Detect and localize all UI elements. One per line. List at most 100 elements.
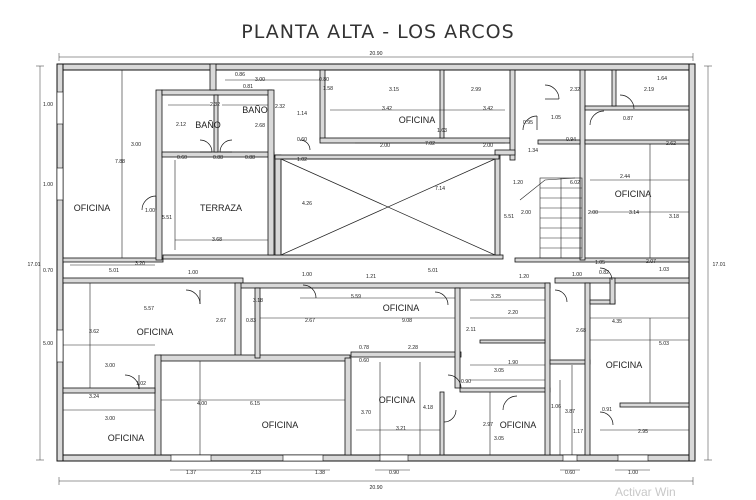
dimension-label: 1.00 — [628, 470, 638, 476]
dimension-label: 3.21 — [396, 426, 406, 432]
room-label: OFICINA — [262, 420, 299, 430]
dimension-label: 5.57 — [144, 306, 154, 312]
dimension-label: 0.82 — [599, 270, 609, 276]
door-swings — [124, 84, 635, 426]
dimension-label: 0.91 — [602, 407, 612, 413]
dimension-label: 0.60 — [177, 155, 187, 161]
room-label: OFICINA — [74, 203, 111, 213]
dimension-label: 6.15 — [250, 401, 260, 407]
dimension-label: 1.02 — [297, 157, 307, 163]
dimension-label: 3.05 — [494, 436, 504, 442]
dimension-label: 1.20 — [519, 274, 529, 280]
dimension-label: 0.81 — [243, 84, 253, 90]
dimension-label: 2.12 — [176, 122, 186, 128]
dimension-label: 5.51 — [504, 214, 514, 220]
dimension-label: 1.20 — [513, 180, 523, 186]
dimension-label: 2.95 — [638, 429, 648, 435]
dimension-labels: 20.90 20.90 17.01 17.01 0.86 3.00 0.80 0… — [28, 51, 726, 491]
room-label: OFICINA — [500, 420, 537, 430]
dimension-label: 0.86 — [235, 72, 245, 78]
room-label: OFICINA — [399, 115, 436, 125]
dimension-label: 1.38 — [315, 470, 325, 476]
dimension-label: 1.34 — [528, 148, 538, 154]
overall-dimension-lines — [36, 53, 712, 485]
room-label: OFICINA — [606, 360, 643, 370]
watermark-text: Activar Win — [615, 485, 676, 499]
dimension-label: 3.70 — [361, 410, 371, 416]
dimension-label: 1.00 — [188, 270, 198, 276]
dimension-label: 2.20 — [508, 310, 518, 316]
dimension-label: 2.00 — [588, 210, 598, 216]
dimension-label: 7.14 — [435, 186, 445, 192]
room-label: OFICINA — [137, 327, 174, 337]
dimension-label: 2.68 — [255, 123, 265, 129]
dimension-label: 2.99 — [471, 87, 481, 93]
room-labels: OFICINA BAÑO BAÑO OFICINA TERRAZA OFICIN… — [74, 105, 652, 443]
dimension-label: 3.00 — [105, 416, 115, 422]
dimension-label: 1.05 — [595, 260, 605, 266]
dimension-label: 1.21 — [366, 274, 376, 280]
dimension-label: 20.90 — [370, 485, 383, 491]
dimension-label: 1.06 — [551, 404, 561, 410]
dimension-label: 1.00 — [145, 208, 155, 214]
dimension-label: 0.87 — [623, 116, 633, 122]
dimension-label: 3.62 — [89, 329, 99, 335]
dimension-label: 2.62 — [666, 141, 676, 147]
dimension-label: 3.25 — [491, 294, 501, 300]
dimension-label: 2.67 — [305, 318, 315, 324]
dimension-label: 1.90 — [508, 360, 518, 366]
dimension-label: 3.87 — [565, 409, 575, 415]
plan-title: PLANTA ALTA - LOS ARCOS — [241, 21, 514, 43]
room-label: BAÑO — [195, 120, 221, 130]
interior-walls — [62, 63, 690, 456]
dimension-label: 3.00 — [131, 142, 141, 148]
dimension-label: 0.88 — [213, 155, 223, 161]
dimension-label: 17.01 — [28, 262, 41, 268]
dimension-label: 5.59 — [351, 294, 361, 300]
dimension-label: 1.05 — [551, 115, 561, 121]
dimension-label: 0.70 — [43, 268, 53, 274]
dimension-label: 5.00 — [43, 341, 53, 347]
dimension-label: 1.58 — [323, 86, 333, 92]
dimension-label: 3.20 — [135, 261, 145, 267]
dimension-label: 2.32 — [275, 104, 285, 110]
dimension-label: 2.32 — [570, 87, 580, 93]
room-label: OFICINA — [108, 433, 145, 443]
dimension-label: 3.24 — [89, 394, 99, 400]
dimension-label: 0.60 — [297, 137, 307, 143]
room-label: OFICINA — [383, 303, 420, 313]
room-label: OFICINA — [615, 189, 652, 199]
dimension-label: 5.51 — [162, 215, 172, 221]
dimension-label: 3.14 — [629, 210, 639, 216]
dimension-label: 1.02 — [136, 381, 146, 387]
dimension-label: 4.35 — [612, 319, 622, 325]
dimension-label: 4.18 — [423, 405, 433, 411]
dimension-label: 1.00 — [302, 272, 312, 278]
dimension-label: 2.28 — [408, 345, 418, 351]
dimension-label: 7.88 — [115, 159, 125, 165]
dimension-label: 2.32 — [210, 102, 220, 108]
dimension-label: 0.90 — [389, 470, 399, 476]
dimension-label: 3.18 — [669, 214, 679, 220]
dimension-label: 17.01 — [713, 262, 726, 268]
dimension-label: 1.03 — [659, 267, 669, 273]
dimension-label: 3.18 — [253, 298, 263, 304]
dimension-label: 2.19 — [644, 87, 654, 93]
dimension-label: 3.15 — [389, 87, 399, 93]
room-label: BAÑO — [242, 105, 268, 115]
dimension-label: 1.37 — [186, 470, 196, 476]
dimension-label: 2.11 — [466, 327, 476, 333]
dimension-label: 0.95 — [523, 120, 533, 126]
dimension-label: 2.13 — [251, 470, 261, 476]
room-label: TERRAZA — [200, 203, 242, 213]
dimension-label: 2.68 — [576, 328, 586, 334]
dimension-label: 2.44 — [620, 174, 630, 180]
dimension-label: 0.90 — [461, 379, 471, 385]
dimension-label: 2.00 — [380, 143, 390, 149]
dimension-label: 1.00 — [572, 272, 582, 278]
exterior-walls — [56, 63, 696, 462]
dimension-label: 3.05 — [494, 368, 504, 374]
dimension-label: 1.00 — [43, 182, 53, 188]
dimension-label: 5.01 — [428, 268, 438, 274]
dimension-label: 0.80 — [319, 77, 329, 83]
